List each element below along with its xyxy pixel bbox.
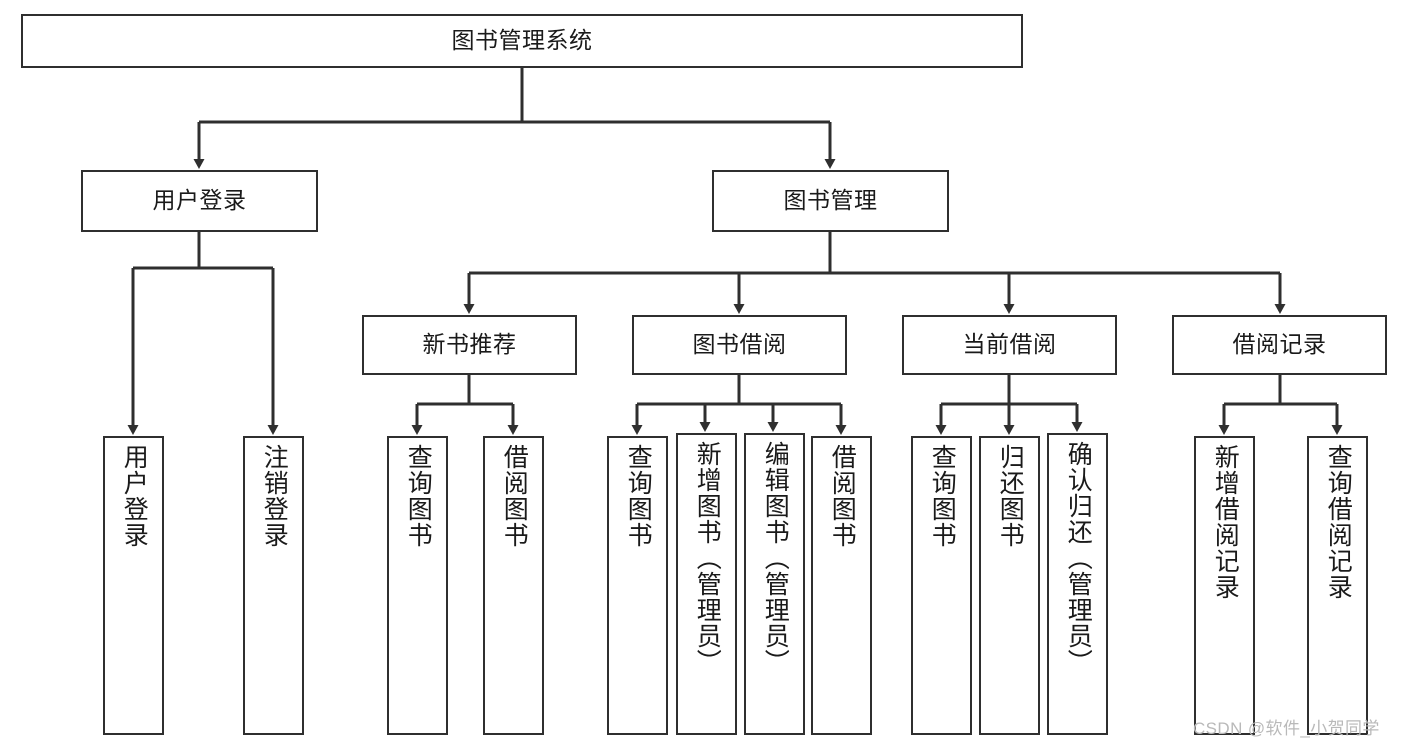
node-label: 图书借阅 [692,331,787,358]
node-label: 借阅图书 [828,444,857,548]
node-label: 用户登录 [152,187,247,214]
node-label: 当前借阅 [962,331,1057,358]
node-leaf-confirm-return-admin[interactable]: 确认归还（管理员） [1047,433,1108,735]
node-label: 归还图书 [996,444,1025,548]
node-label: 图书管理 [783,187,878,214]
node-leaf-borrow-book[interactable]: 借阅图书 [811,436,872,735]
node-leaf-edit-book-admin[interactable]: 编辑图书（管理员） [744,433,805,735]
node-leaf-user-login[interactable]: 用户登录 [103,436,164,735]
node-label: 新增借阅记录 [1211,444,1240,600]
node-leaf-return-book[interactable]: 归还图书 [979,436,1040,735]
node-label: 查询图书 [928,444,957,548]
node-book-management[interactable]: 图书管理 [712,170,949,232]
node-borrowing-record[interactable]: 借阅记录 [1172,315,1387,375]
node-root-book-management-system[interactable]: 图书管理系统 [21,14,1023,68]
node-label: 新增图书（管理员） [693,441,722,675]
node-label: 编辑图书（管理员） [761,441,790,675]
node-book-borrowing[interactable]: 图书借阅 [632,315,847,375]
node-label: 查询借阅记录 [1324,444,1353,600]
node-label: 借阅记录 [1232,331,1327,358]
node-new-book-recommendation[interactable]: 新书推荐 [362,315,577,375]
node-leaf-query-book-recommend[interactable]: 查询图书 [387,436,448,735]
node-label: 查询图书 [404,444,433,548]
node-leaf-query-book-current[interactable]: 查询图书 [911,436,972,735]
node-label: 注销登录 [260,444,289,548]
node-label: 确认归还（管理员） [1064,441,1093,675]
node-label: 用户登录 [120,444,149,548]
node-leaf-add-book-admin[interactable]: 新增图书（管理员） [676,433,737,735]
node-leaf-add-borrow-record[interactable]: 新增借阅记录 [1194,436,1255,735]
node-label: 借阅图书 [500,444,529,548]
node-user-login[interactable]: 用户登录 [81,170,318,232]
node-label: 新书推荐 [422,331,517,358]
node-current-borrowing[interactable]: 当前借阅 [902,315,1117,375]
node-leaf-query-book-borrow[interactable]: 查询图书 [607,436,668,735]
node-label: 查询图书 [624,444,653,548]
csdn-watermark: CSDN @软件_小贺同学 [1193,719,1380,738]
node-leaf-borrow-book-recommend[interactable]: 借阅图书 [483,436,544,735]
node-label: 图书管理系统 [451,27,593,54]
node-leaf-query-borrow-record[interactable]: 查询借阅记录 [1307,436,1368,735]
node-leaf-logout[interactable]: 注销登录 [243,436,304,735]
